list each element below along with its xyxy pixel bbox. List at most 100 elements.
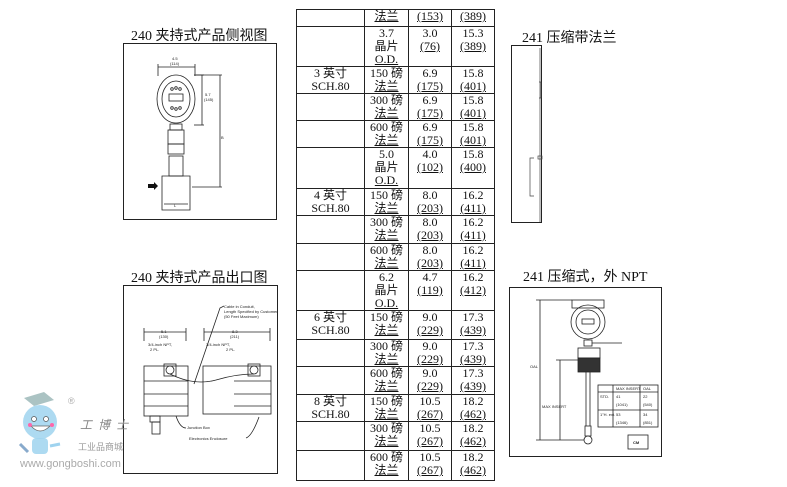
side-height-in: 5.7 [205,92,211,97]
connection-cell-line: 法兰 [374,407,399,421]
dimension-a-cell: 10.5(267) [408,394,452,422]
dimension-b-cell: 18.2(462) [451,421,495,451]
dimension-a-cell-line: (76) [420,39,440,53]
dimension-b-cell: 15.8(401) [451,66,495,94]
dimension-b-cell-line: (462) [460,434,486,448]
mini-table-cell: 22 [643,394,648,399]
connection-cell-line: 300 磅 [369,215,403,229]
dimension-b-cell: 15.8(401) [451,120,495,148]
dimension-b-cell-line: (411) [460,228,486,242]
dimension-b-cell-line: (412) [460,283,486,297]
side-dim-l: L [174,203,177,208]
outlet-npt-left: 3/4-inch NPT, [148,342,172,347]
dimension-b-cell-line: 16.2 [462,188,484,202]
connection-cell-line: 法兰 [374,133,399,147]
dimension-b-cell-line: (411) [460,201,486,215]
mini-table-cell: 41 [616,394,621,399]
mini-table-cell: (1346) [616,420,628,425]
dimension-b-cell-line: 15.8 [462,66,484,80]
outlet-view-caption: 240 夹持式产品出口图 [131,271,268,286]
brand-name: 工博士 [80,418,135,432]
dimension-b-cell: 18.2(462) [451,450,495,481]
dimension-b-cell-line: 16.2 [462,215,484,229]
pipe-size-size: 6 英寸 [313,310,347,324]
dimension-b-cell-line: (400) [460,160,486,174]
connection-cell-line: 600 磅 [369,120,403,134]
dimension-a-cell: (153) [408,9,452,27]
dimension-a-cell-line: 6.9 [422,120,438,134]
pipe-size-size: 4 英寸 [313,188,347,202]
oal-label: OAL [530,364,539,369]
outlet-view-drawing: Cable in Conduit, Length Specified by Cu… [143,304,278,441]
connection-cell: 300 磅法兰 [364,421,409,451]
connection-cell-line: 法兰 [374,201,399,215]
dimension-b-cell: 17.3(439) [451,310,495,340]
dimension-b-cell-line: (401) [460,106,486,120]
dimension-b-cell: 16.2(411) [451,215,495,244]
pipe-size-cell [296,120,365,148]
side-view-caption: 240 夹持式产品侧视图 [131,29,268,44]
dimension-b-cell: 15.8(401) [451,93,495,121]
dimension-a-cell: 6.9(175) [408,93,452,121]
mini-table-cell: 53 [616,412,621,417]
dimension-b-cell: 16.2(411) [451,188,495,216]
outlet-cable-label-2: Length Specified by Customer [224,309,278,314]
mini-table-header: MAX INSERT [616,386,641,391]
dimension-a-cell-line: 4.7 [422,270,438,284]
dimension-b-cell: 17.3(439) [451,339,495,367]
connection-cell-line: O.D. [374,173,399,187]
outlet-right-dim-mm: (211) [230,334,240,339]
connection-cell-line: 晶片 [374,283,399,297]
dimension-a-cell-line: 8.0 [422,188,438,202]
connection-cell-line: 晶片 [374,160,399,174]
dimension-b-cell-line: (439) [460,379,486,393]
connection-cell-line: 法兰 [374,79,399,93]
connection-cell: 法兰 [364,9,409,27]
pipe-size-size2: SCH.80 [311,79,350,93]
pipe-size-cell [296,270,365,311]
outlet-npt-right: 3/4-inch NPT, [206,342,230,347]
connection-cell-line: 600 磅 [369,366,403,380]
pipe-size-cell [296,339,365,367]
dimension-a-cell-line: 9.0 [422,339,438,353]
dimension-a-cell-line: 9.0 [422,310,438,324]
dimension-b-cell: 18.2(462) [451,394,495,422]
table-row: 法兰(153)(389) [296,9,495,27]
connection-cell: 150 磅法兰 [364,394,409,422]
dimension-a-cell-line: (119) [417,283,443,297]
connection-cell: 150 磅法兰 [364,310,409,340]
dimension-b-cell-line: (462) [460,407,486,421]
pipe-size-cell [296,243,365,271]
dimension-a-cell-line: (203) [417,256,443,270]
dimension-b-cell-line: (401) [460,79,486,93]
pipe-size-cell [296,26,365,67]
dimension-a-cell-line: 3.0 [422,26,438,40]
dimension-a-cell: 9.0(229) [408,366,452,395]
outlet-cable-label: Cable in Conduit, [224,304,255,309]
dimension-a-cell: 9.0(229) [408,310,452,340]
compression-npt-caption: 241 压缩式，外 NPT [523,270,648,285]
dimension-b-cell-line: 18.2 [462,421,484,435]
pipe-size-cell [296,93,365,121]
connection-cell: 300 磅法兰 [364,215,409,244]
dimension-a-cell: 8.0(203) [408,215,452,244]
dimension-a-cell-line: (175) [417,106,443,120]
dimension-a-cell-line: 10.5 [419,394,441,408]
cm-badge: CM [633,440,640,445]
connection-cell-line: 150 磅 [369,310,403,324]
pipe-size-cell [296,421,365,451]
dimension-b-cell-line: 18.2 [462,450,484,464]
dimension-b-cell-line: 17.3 [462,366,484,380]
dimension-b-cell-line: 16.2 [462,243,484,257]
